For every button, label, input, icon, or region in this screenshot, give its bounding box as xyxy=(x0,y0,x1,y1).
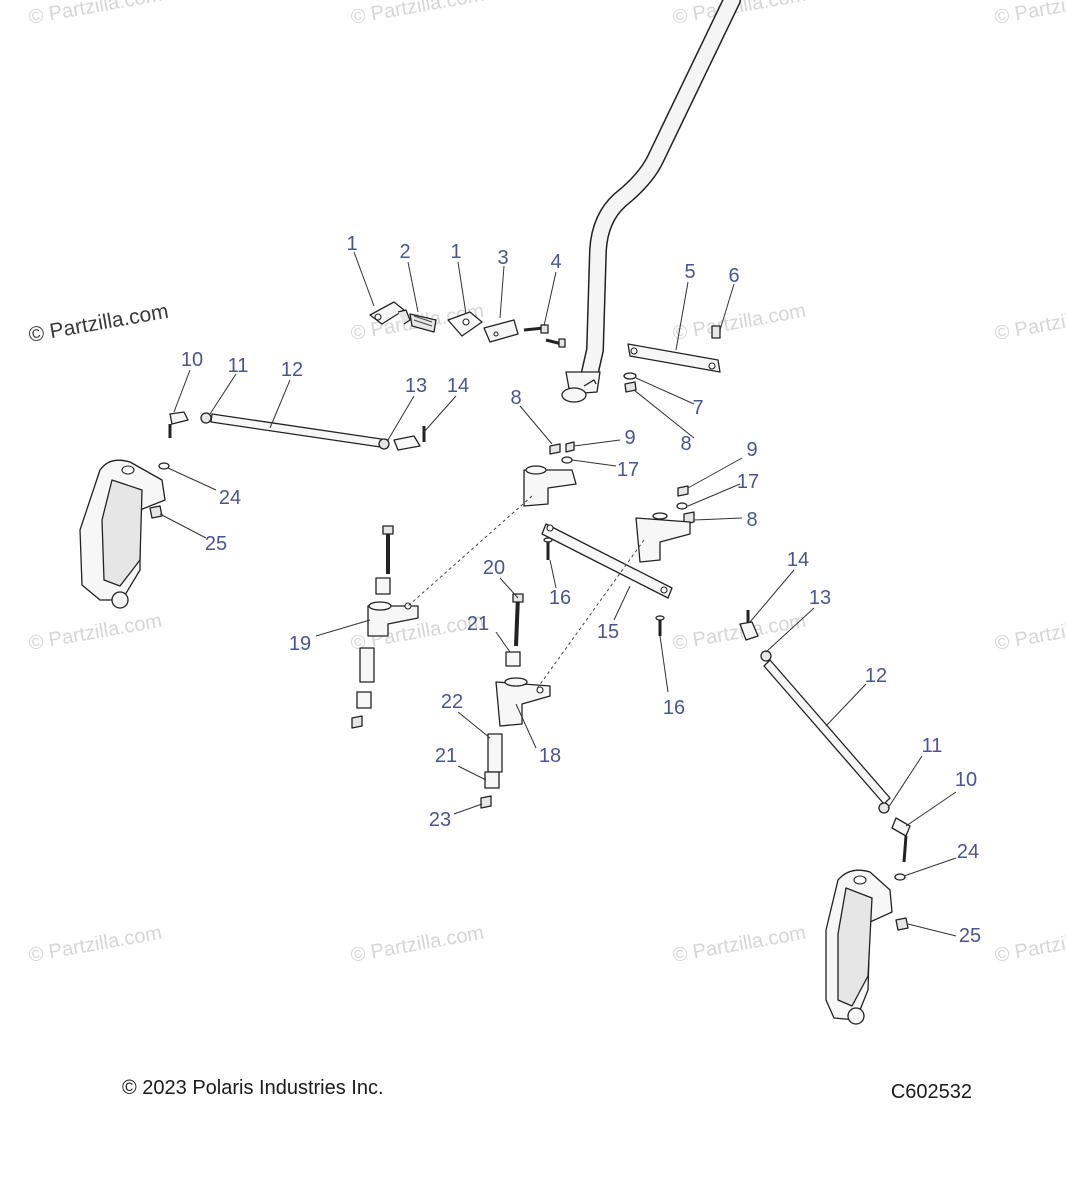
watermark: © Partzilla.com xyxy=(993,922,1066,967)
callout-9: 9 xyxy=(624,427,635,449)
tie-rod-right xyxy=(739,610,911,863)
watermark: © Partzilla.com xyxy=(27,0,164,29)
watermark-primary: © Partzilla.com xyxy=(27,300,170,347)
callout-16: 16 xyxy=(663,697,685,719)
callout-16: 16 xyxy=(549,587,571,609)
callout-22: 22 xyxy=(441,691,463,713)
callout-23: 23 xyxy=(429,809,451,831)
callout-9: 9 xyxy=(746,439,757,461)
drag-link xyxy=(541,523,673,636)
watermark: © Partzilla.com xyxy=(993,610,1066,655)
callout-labels: 1 2 1 3 4 5 6 7 8 8 9 17 9 17 8 10 11 12… xyxy=(181,233,981,947)
callout-1: 1 xyxy=(346,233,357,255)
callout-12: 12 xyxy=(865,665,887,687)
callout-19: 19 xyxy=(289,633,311,655)
callout-11: 11 xyxy=(922,735,943,757)
callout-3: 3 xyxy=(497,247,508,269)
pitman-arm-group xyxy=(623,325,721,393)
callout-25: 25 xyxy=(205,533,227,555)
callout-8: 8 xyxy=(510,387,521,409)
leader-lines xyxy=(159,251,957,937)
callout-21: 21 xyxy=(435,745,457,767)
watermark: © Partzilla.com xyxy=(993,300,1066,345)
callout-12: 12 xyxy=(281,359,303,381)
callout-10: 10 xyxy=(955,769,977,791)
callout-10: 10 xyxy=(181,349,203,371)
callout-8: 8 xyxy=(746,509,757,531)
callout-21: 21 xyxy=(467,613,489,635)
callout-15: 15 xyxy=(597,621,619,643)
alignment-line xyxy=(535,539,645,691)
tie-rod-left xyxy=(168,411,426,451)
callout-2: 2 xyxy=(399,241,410,263)
steering-column xyxy=(561,0,741,403)
callout-20: 20 xyxy=(483,557,505,579)
callout-14: 14 xyxy=(787,549,809,571)
callout-1: 1 xyxy=(450,241,461,263)
callout-6: 6 xyxy=(728,265,739,287)
alignment-line xyxy=(407,495,533,607)
callout-4: 4 xyxy=(550,251,561,273)
callout-13: 13 xyxy=(405,375,427,397)
copyright-text: © 2023 Polaris Industries Inc. xyxy=(122,1077,384,1099)
center-pivot-upper xyxy=(523,441,577,507)
callout-14: 14 xyxy=(447,375,469,397)
bellcrank-right-stack xyxy=(480,593,551,809)
watermark: © Partzilla.com xyxy=(993,0,1066,29)
callout-11: 11 xyxy=(228,355,249,377)
callout-17: 17 xyxy=(737,471,759,493)
watermark: © Partzilla.com xyxy=(349,922,486,967)
watermark: © Partzilla.com xyxy=(671,300,808,345)
callout-7: 7 xyxy=(692,397,703,419)
callout-13: 13 xyxy=(809,587,831,609)
spindle-left xyxy=(79,459,170,609)
callout-17: 17 xyxy=(617,459,639,481)
callout-25: 25 xyxy=(959,925,981,947)
watermark: © Partzilla.com xyxy=(27,922,164,967)
watermark: © Partzilla.com xyxy=(27,610,164,655)
callout-24: 24 xyxy=(219,487,241,509)
upper-coupler-parts xyxy=(369,301,566,348)
watermark: © Partzilla.com xyxy=(671,922,808,967)
watermark: © Partzilla.com xyxy=(349,0,486,29)
spindle-right xyxy=(825,869,909,1025)
callout-8: 8 xyxy=(680,433,691,455)
bellcrank-left-stack xyxy=(351,525,419,729)
callout-18: 18 xyxy=(539,745,561,767)
diagram-code: C602532 xyxy=(891,1081,972,1103)
callout-24: 24 xyxy=(957,841,979,863)
callout-5: 5 xyxy=(684,261,695,283)
center-pivot-right xyxy=(635,485,695,563)
